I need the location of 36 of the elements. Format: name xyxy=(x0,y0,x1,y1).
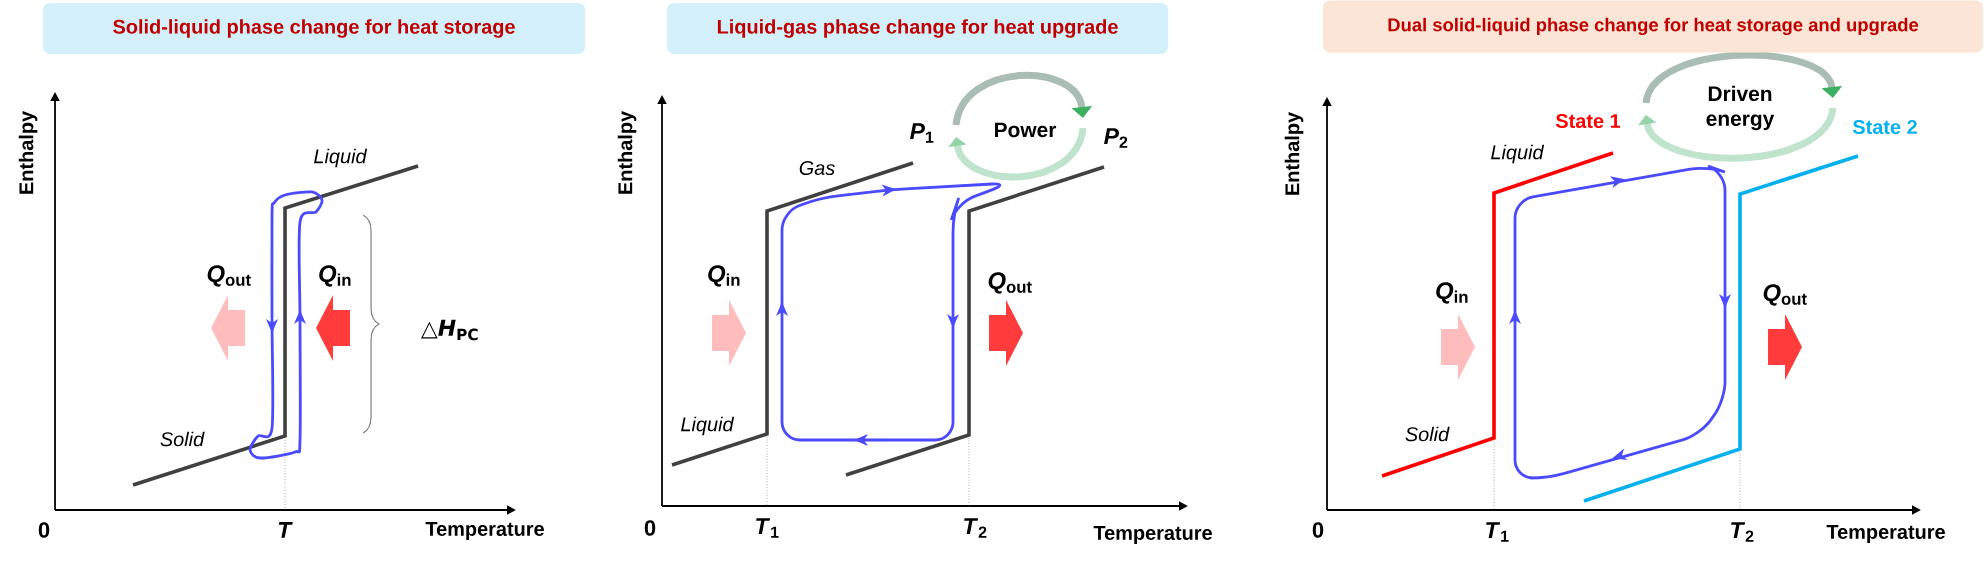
heat-label: Q$_{out}$ xyxy=(988,272,1032,294)
phase-label: Solid xyxy=(1405,426,1450,442)
tick-label: T$_{1}$ xyxy=(1486,522,1509,542)
heat-label: Q$_{in}$ xyxy=(319,265,351,287)
axis-label: Enthalpy xyxy=(18,111,38,194)
phase-label: Liquid xyxy=(1491,144,1545,164)
pressure-label: P$_{2}$ xyxy=(1104,128,1128,148)
enthalpy-change-label: △H$_{PC}$ xyxy=(421,319,478,341)
tick-label: T$_{2}$ xyxy=(964,518,987,538)
phase-label: Liquid xyxy=(681,416,735,436)
heat-label: Q$_{in}$ xyxy=(1436,282,1468,304)
phase-label: Solid xyxy=(160,431,205,447)
state-label: State 1 xyxy=(1555,113,1621,129)
axis-label: Enthalpy xyxy=(617,111,637,194)
energy-label: Driven energy xyxy=(1706,85,1775,131)
state-label: State 2 xyxy=(1852,119,1917,135)
heat-label: Q$_{out}$ xyxy=(1763,284,1807,306)
heat-label: Q$_{out}$ xyxy=(207,265,251,287)
title-box: Solid-liquid phase change for heat storage xyxy=(43,3,585,54)
heat-label: Q$_{in}$ xyxy=(708,265,740,287)
axis-label: Temperature xyxy=(425,522,544,540)
title-box: Liquid-gas phase change for heat upgrade xyxy=(667,3,1168,54)
axis-label: Temperature xyxy=(1826,525,1945,543)
phase-label: Gas xyxy=(799,160,835,176)
axis-label: Enthalpy xyxy=(1284,112,1304,195)
axis-label: Temperature xyxy=(1093,526,1212,544)
energy-label: Power xyxy=(995,122,1057,138)
tick-label: T xyxy=(278,522,293,538)
pressure-label: P$_{1}$ xyxy=(910,123,934,143)
tick-label: 0 xyxy=(38,522,50,538)
phase-label: Liquid xyxy=(314,148,368,168)
tick-label: T$_{2}$ xyxy=(1731,522,1754,542)
tick-label: T$_{1}$ xyxy=(756,518,779,538)
tick-label: 0 xyxy=(1312,522,1324,538)
title-box: Dual solid-liquid phase change for heat storage and upgrade xyxy=(1323,0,1983,53)
tick-label: 0 xyxy=(644,520,656,536)
